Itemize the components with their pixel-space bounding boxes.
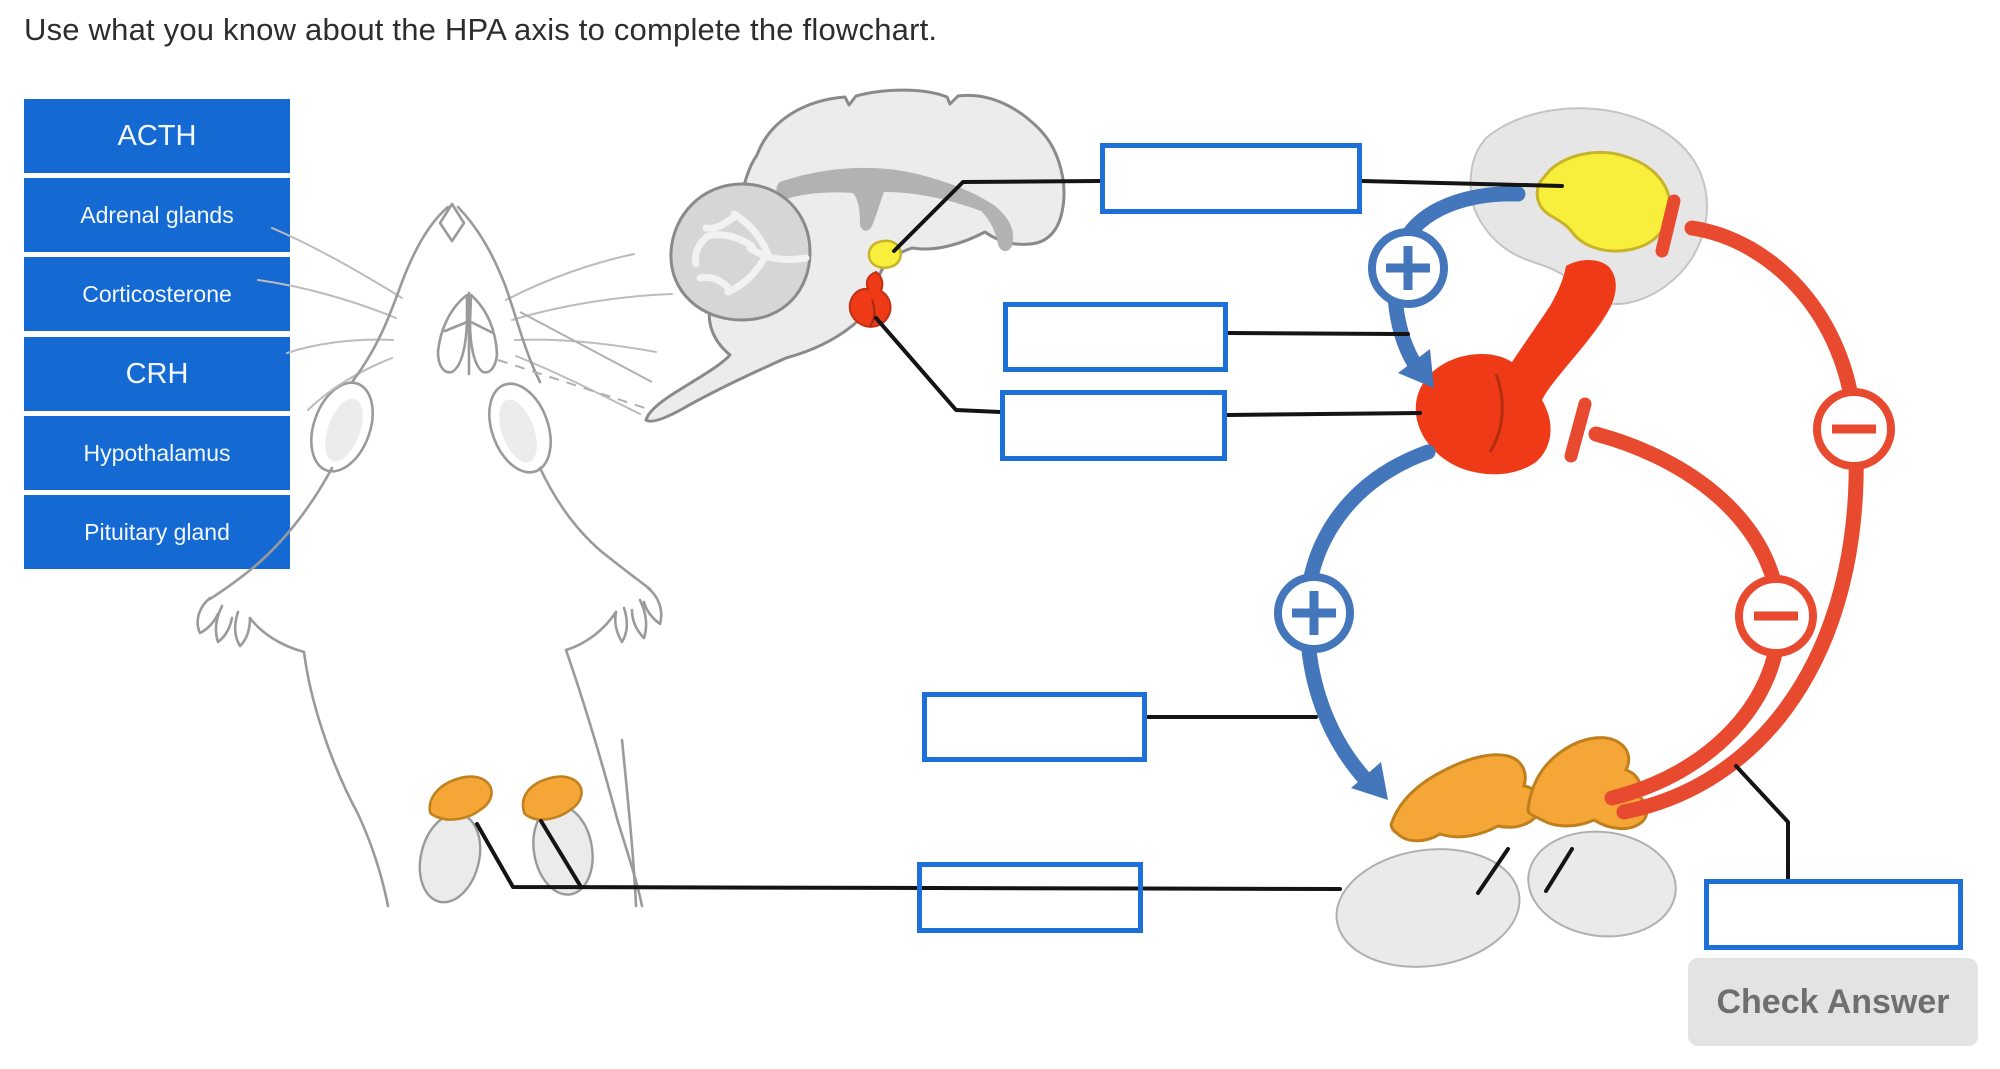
word-bank-item-acth[interactable]: ACTH [24,99,290,173]
plus-icon [1368,228,1448,308]
connector-box3-to-pituitary-detail [1225,411,1422,417]
adrenal-gland-left-detail [1389,753,1543,843]
connector-inhibition-to-box6 [1734,764,1790,881]
minus-icon [1735,575,1817,657]
word-bank-item-crh[interactable]: CRH [24,337,290,411]
answer-box-1[interactable] [1100,143,1362,214]
rat-skull-sutures [436,202,499,376]
hypothalamus-detail [1535,150,1672,253]
rat-flank-left [248,616,390,908]
brain-section-notch [1467,215,1528,286]
connector-adrenal-detail-right [1544,847,1574,893]
connector-lines [475,179,1790,895]
kidney-left-detail [1335,848,1521,968]
rat-paw-right [613,586,663,644]
answer-box-4[interactable] [922,692,1147,762]
answer-box-2[interactable] [1003,302,1228,372]
rat-illustration [196,202,673,908]
rat-ear-left [310,381,374,473]
rat-head-right-outline [456,205,542,384]
brain-pituitary-highlight [848,270,892,328]
brain-hypothalamus-highlight [867,239,902,269]
connector-kidneys-to-box5 [475,822,1342,891]
stimulation-arrowhead-acth [1351,762,1388,800]
word-bank-item-hypothalamus[interactable]: Hypothalamus [24,416,290,490]
check-answer-button[interactable]: Check Answer [1688,958,1978,1046]
word-bank-item-pituitary-gland[interactable]: Pituitary gland [24,495,290,569]
connector-rat-adrenal-right [539,819,583,889]
minus-icon [1813,388,1895,470]
rat-adrenal-gland-left [428,775,493,821]
instruction-text: Use what you know about the HPA axis to … [24,12,938,47]
plus-icon [1274,573,1354,653]
answer-box-6[interactable] [1704,879,1963,950]
connector-pituitary-to-box3 [874,316,1002,414]
rat-flank-right [564,610,644,908]
rat-ear-right [488,382,552,474]
rat-shoulder-left [208,466,334,601]
pituitary-detail [1415,260,1616,475]
inhibition-tbar-pituitary [1564,397,1592,463]
connector-box2-to-crh-arrow [1226,331,1410,336]
word-bank-item-corticosterone[interactable]: Corticosterone [24,257,290,331]
rat-whiskers [257,227,673,415]
connector-hypothalamus-to-box1 [892,179,1102,253]
answer-box-3[interactable] [1000,390,1227,461]
brain-band-hook [982,206,1014,252]
rat-paw-left [196,596,252,648]
inhibition-tbar-hypothalamus [1655,194,1681,258]
kidney-right-detail [1527,830,1677,938]
answer-box-5[interactable] [917,862,1143,933]
connector-box1-to-detail [1360,179,1564,188]
rat-adrenal-gland-right [521,775,583,821]
inhibition-arrow-hypothalamus [1616,220,1864,820]
connector-adrenal-detail-left [1476,847,1510,895]
hpa-brain-detail [1415,107,1708,475]
word-bank-item-adrenal-glands[interactable]: Adrenal glands [24,178,290,252]
rat-head-left-outline [350,205,450,384]
brain-corpus-callosum-band [776,167,997,231]
stimulation-arrowhead-crh [1398,349,1434,388]
brain-cerebellum [669,182,812,322]
rat-midline [620,738,638,908]
rat-shoulder-right [538,466,652,591]
brain-illustration [644,88,1066,423]
zoom-link-lines [497,311,653,409]
